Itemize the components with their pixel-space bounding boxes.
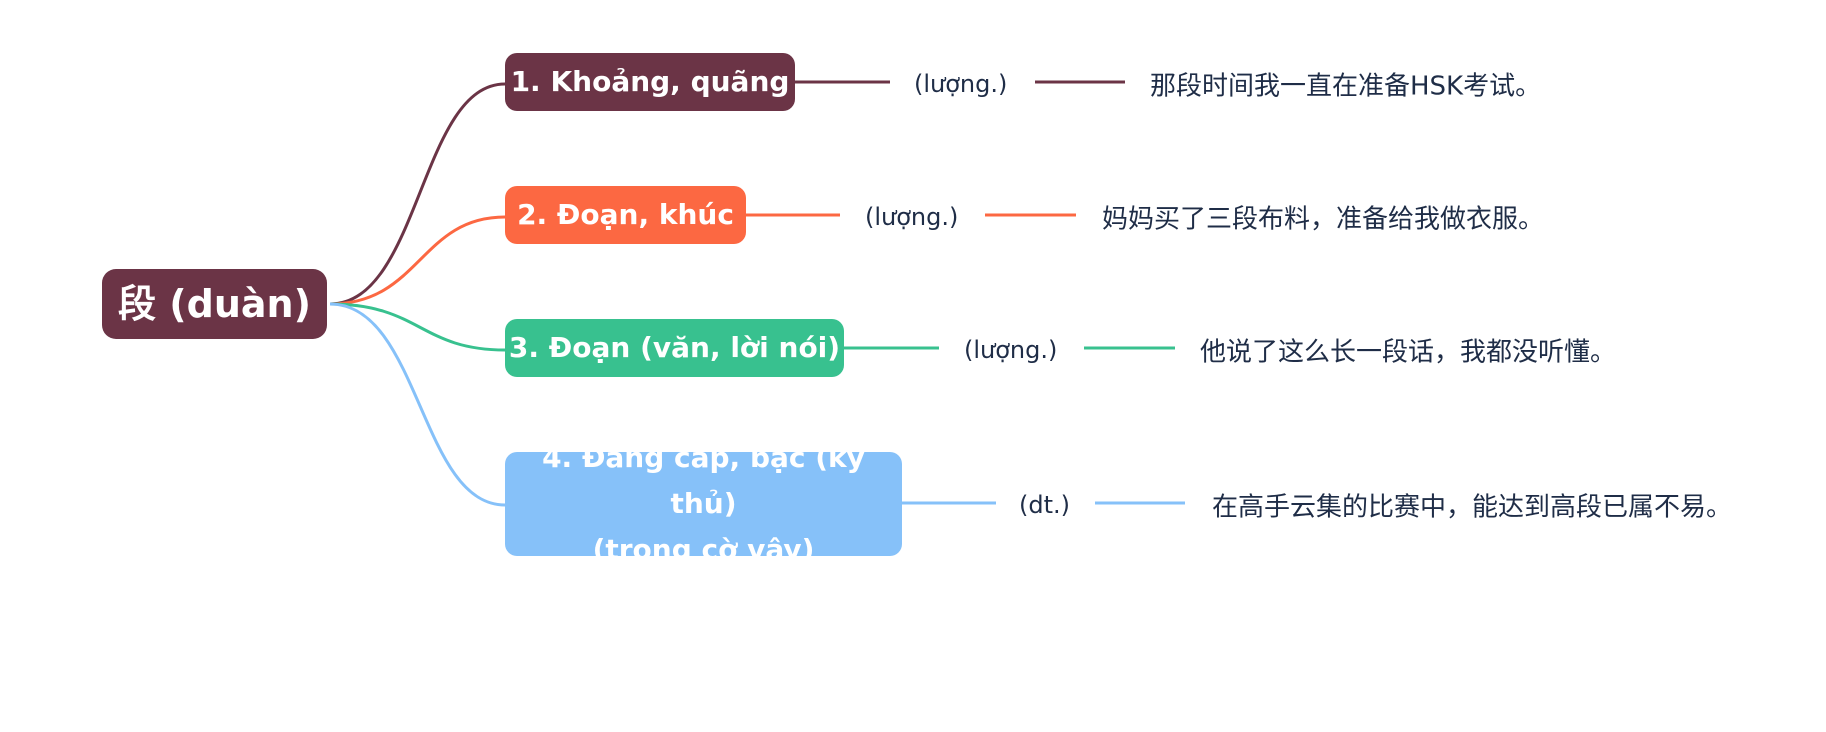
connector-root-branch-1 xyxy=(329,82,506,306)
branch-1-label: 1. Khoảng, quãng xyxy=(510,65,790,98)
branch-4-part-of-speech[interactable]: (dt.) xyxy=(1019,491,1070,519)
branch-4-example[interactable]: 在高手云集的比赛中，能达到高段已属不易。 xyxy=(1212,492,1733,523)
branch-3-example[interactable]: 他说了这么长一段话，我都没听懂。 xyxy=(1200,337,1617,368)
branch-node-4[interactable]: 4. Đẳng cấp, bậc (kỳ thủ) (trong cờ vây) xyxy=(505,441,902,566)
connector-root-branch-3 xyxy=(329,302,506,352)
branch-2-part-of-speech[interactable]: (lượng.) xyxy=(865,203,959,231)
branch-1-part-of-speech[interactable]: (lượng.) xyxy=(914,70,1008,98)
branch-2-label: 2. Đoạn, khúc xyxy=(517,198,734,231)
branch-3-part-of-speech[interactable]: (lượng.) xyxy=(964,336,1058,364)
branch-node-1[interactable]: 1. Khoảng, quãng xyxy=(505,53,795,111)
branch-1-example[interactable]: 那段时间我一直在准备HSK考试。 xyxy=(1150,71,1542,102)
connector-root-branch-4 xyxy=(329,302,506,507)
branch-3-label: 3. Đoạn (văn, lời nói) xyxy=(508,331,841,364)
root-node[interactable]: 段 (duàn) xyxy=(102,269,327,339)
connector-root-branch-2 xyxy=(329,215,506,306)
branch-4-label-line-1: 4. Đẳng cấp, bậc (kỳ thủ) xyxy=(542,441,865,520)
branch-node-3[interactable]: 3. Đoạn (văn, lời nói) xyxy=(505,319,844,377)
branch-node-2[interactable]: 2. Đoạn, khúc xyxy=(505,186,746,244)
branch-2-example[interactable]: 妈妈买了三段布料，准备给我做衣服。 xyxy=(1102,204,1545,235)
root-label: 段 (duàn) xyxy=(118,282,311,326)
branch-4-label-line-2: (trong cờ vây) xyxy=(592,533,815,566)
